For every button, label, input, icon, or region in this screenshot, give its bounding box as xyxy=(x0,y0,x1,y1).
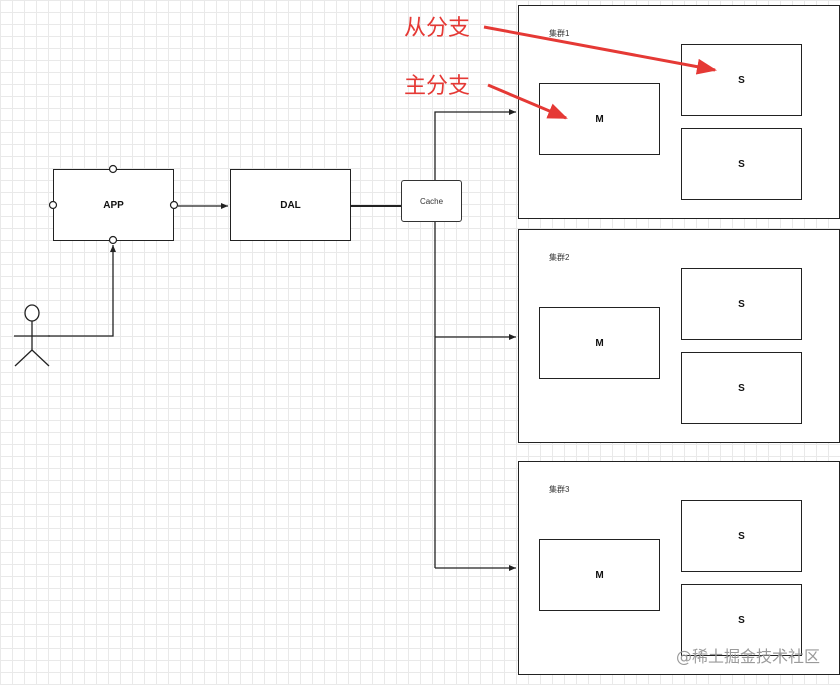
cluster-2-slave-1[interactable]: S xyxy=(681,268,802,340)
cluster-1-label: 集群1 xyxy=(549,29,570,38)
cluster-2-slave-2-label: S xyxy=(738,382,745,394)
cluster-1-slave-2-label: S xyxy=(738,158,745,170)
cluster-2-label: 集群2 xyxy=(549,253,570,262)
slave-branch-annotation: 从分支 xyxy=(404,16,471,41)
cluster-2-master-label: M xyxy=(595,337,604,349)
cluster-1-slave-2[interactable]: S xyxy=(681,128,802,200)
cluster-1-master[interactable]: M xyxy=(539,83,660,155)
cache-box[interactable]: Cache xyxy=(401,180,462,222)
dal-label: DAL xyxy=(280,199,301,211)
user-to-app-line xyxy=(48,245,116,337)
cluster-2-master[interactable]: M xyxy=(539,307,660,379)
dal-box[interactable]: DAL xyxy=(230,169,351,241)
cluster-2-slave-2[interactable]: S xyxy=(681,352,802,424)
watermark: @稀土掘金技术社区 xyxy=(675,647,820,666)
app-box[interactable]: APP xyxy=(53,169,174,241)
cluster-1-master-label: M xyxy=(595,113,604,125)
cluster-3-master-label: M xyxy=(595,569,604,581)
cluster-3-label: 集群3 xyxy=(549,485,570,494)
cluster-3-slave-2[interactable]: S xyxy=(681,584,802,656)
cluster-3-slave-2-label: S xyxy=(738,614,745,626)
cluster-2-slave-1-label: S xyxy=(738,298,745,310)
master-branch-annotation: 主分支 xyxy=(404,74,471,99)
app-label: APP xyxy=(103,199,124,211)
cache-label: Cache xyxy=(419,196,444,206)
cluster-1-slave-1[interactable]: S xyxy=(681,44,802,116)
cluster-1-slave-1-label: S xyxy=(738,74,745,86)
cluster-3-slave-1[interactable]: S xyxy=(681,500,802,572)
user-actor-icon xyxy=(14,304,50,367)
cluster-3-slave-1-label: S xyxy=(738,530,745,542)
cache-to-cluster1-arrow xyxy=(434,109,516,190)
cluster-3-master[interactable]: M xyxy=(539,539,660,611)
